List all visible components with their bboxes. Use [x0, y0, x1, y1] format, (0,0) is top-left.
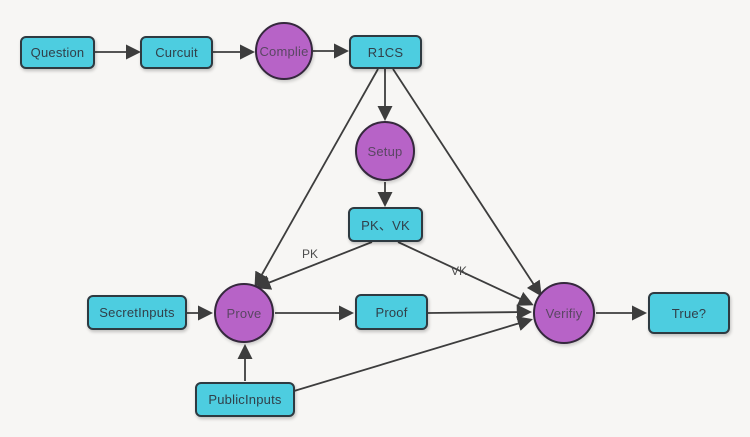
edge-label-vk: VK [451, 264, 468, 278]
edge-pkvk-prove [255, 241, 373, 290]
node-publicinputs: PublicInputs [195, 382, 295, 417]
node-question: Question [20, 36, 95, 69]
node-publicinputs-label: PublicInputs [208, 392, 282, 407]
node-pkvk: PK、VK [348, 207, 423, 242]
node-question-label: Question [30, 45, 85, 60]
edge-r1cs-verifiy [392, 68, 542, 297]
node-curcuit: Curcuit [140, 36, 213, 69]
node-setup: Setup [355, 121, 415, 181]
node-secretinputs: SecretInputs [87, 295, 187, 330]
node-r1cs: R1CS [349, 35, 422, 69]
node-true: True? [648, 292, 730, 334]
node-complie: Complie [255, 22, 313, 80]
node-proof: Proof [355, 294, 428, 330]
edge-pkvk-verifiy [397, 241, 534, 306]
node-verifiy: Verifiy [533, 282, 595, 344]
node-setup-label: Setup [367, 143, 403, 159]
node-curcuit-label: Curcuit [155, 45, 198, 60]
node-true-label: True? [671, 305, 707, 321]
node-r1cs-label: R1CS [367, 44, 404, 60]
node-prove: Prove [214, 283, 274, 343]
edge-label-pk: PK [302, 247, 319, 261]
edge-r1cs-prove [254, 68, 379, 288]
node-prove-label: Prove [226, 305, 262, 321]
node-secretinputs-label: SecretInputs [99, 305, 175, 320]
edge-proof-verifiy [427, 304, 533, 320]
edge-publicinputs-verifiy [293, 316, 533, 392]
node-pkvk-label: PK、VK [361, 218, 410, 233]
node-verifiy-label: Verifiy [545, 305, 583, 321]
node-complie-label: Complie [259, 43, 309, 59]
node-proof-label: Proof [375, 304, 408, 320]
